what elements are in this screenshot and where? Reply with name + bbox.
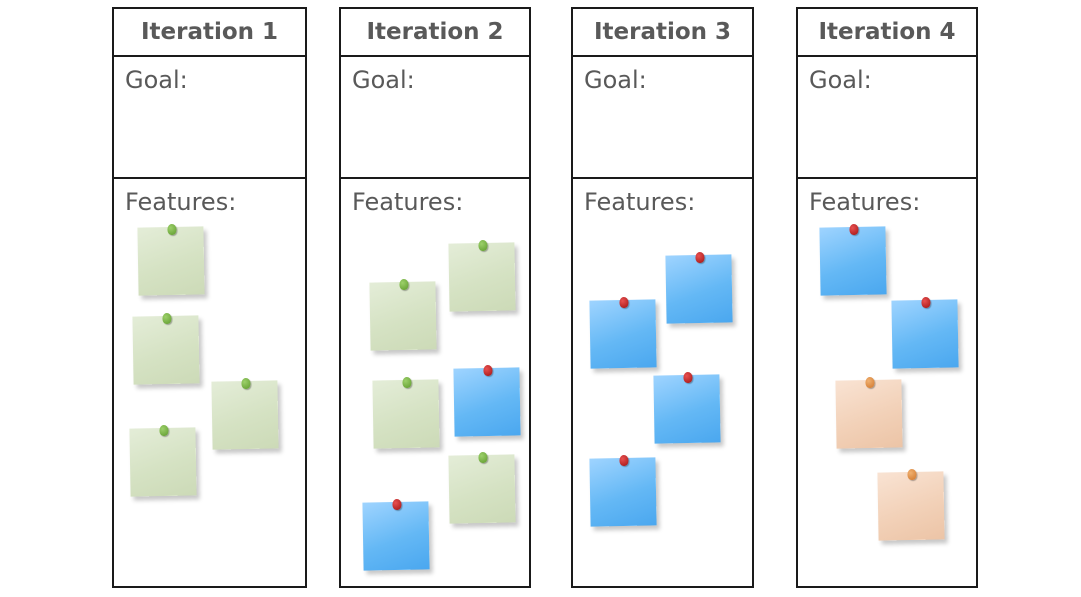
push-pin-icon	[402, 376, 412, 389]
goal-section: Goal:	[341, 57, 529, 179]
push-pin-icon	[849, 223, 859, 236]
features-section: Features:	[114, 179, 305, 216]
push-pin-icon	[921, 296, 931, 309]
goal-section: Goal:	[798, 57, 976, 179]
iteration-title: Iteration 3	[573, 9, 752, 57]
sticky-note-green[interactable]	[369, 278, 437, 351]
push-pin-icon	[695, 251, 705, 264]
push-pin-icon	[619, 454, 629, 467]
push-pin-icon	[241, 377, 251, 390]
sticky-note-blue[interactable]	[891, 296, 959, 369]
sticky-note-green[interactable]	[448, 239, 516, 312]
push-pin-icon	[865, 376, 875, 389]
features-label: Features:	[584, 188, 696, 216]
goal-section: Goal:	[573, 57, 752, 179]
iteration-title: Iteration 2	[341, 9, 529, 57]
goal-label: Goal:	[809, 66, 872, 94]
sticky-note-green[interactable]	[132, 312, 200, 385]
sticky-note-green[interactable]	[129, 424, 197, 497]
push-pin-icon	[392, 498, 402, 511]
push-pin-icon	[167, 223, 177, 236]
push-pin-icon	[907, 468, 917, 481]
push-pin-icon	[483, 364, 493, 377]
features-label: Features:	[125, 188, 237, 216]
goal-label: Goal:	[352, 66, 415, 94]
sticky-note-green[interactable]	[448, 451, 516, 524]
sticky-note-green[interactable]	[211, 377, 279, 450]
features-label: Features:	[352, 188, 464, 216]
push-pin-icon	[683, 371, 693, 384]
push-pin-icon	[478, 239, 488, 252]
sticky-note-orange[interactable]	[835, 376, 903, 449]
sticky-note-blue[interactable]	[589, 454, 657, 527]
iteration-column-1: Iteration 1 Goal: Features:	[112, 7, 307, 588]
sticky-note-blue[interactable]	[453, 364, 521, 437]
features-label: Features:	[809, 188, 921, 216]
sticky-note-blue[interactable]	[665, 251, 733, 324]
features-section: Features:	[341, 179, 529, 216]
push-pin-icon	[619, 296, 629, 309]
iteration-title: Iteration 1	[114, 9, 305, 57]
push-pin-icon	[399, 278, 409, 291]
features-section: Features:	[573, 179, 752, 216]
push-pin-icon	[159, 424, 169, 437]
sticky-note-green[interactable]	[372, 376, 440, 449]
sticky-note-blue[interactable]	[589, 296, 657, 369]
push-pin-icon	[162, 312, 172, 325]
goal-label: Goal:	[125, 66, 188, 94]
iteration-title: Iteration 4	[798, 9, 976, 57]
sticky-note-blue[interactable]	[653, 371, 721, 444]
goal-section: Goal:	[114, 57, 305, 179]
goal-label: Goal:	[584, 66, 647, 94]
sticky-note-blue[interactable]	[819, 223, 887, 296]
features-section: Features:	[798, 179, 976, 216]
push-pin-icon	[478, 451, 488, 464]
sticky-note-blue[interactable]	[362, 498, 430, 571]
sticky-note-orange[interactable]	[877, 468, 945, 541]
iteration-column-4: Iteration 4 Goal: Features:	[796, 7, 978, 588]
sticky-note-green[interactable]	[137, 223, 205, 296]
